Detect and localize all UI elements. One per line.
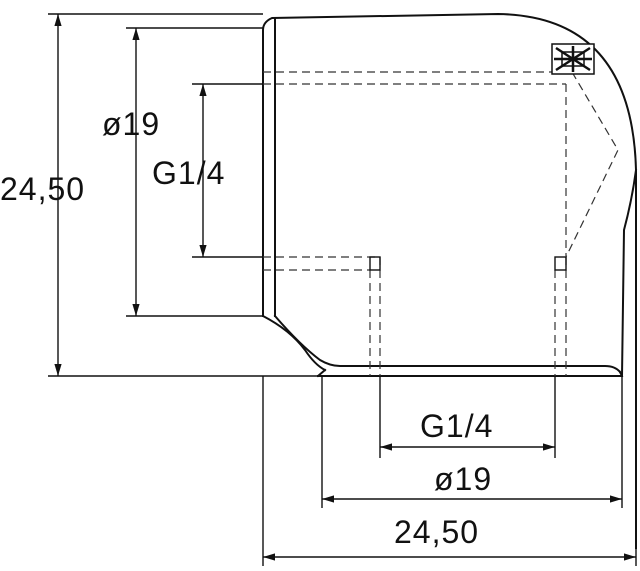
lower-fillet xyxy=(261,314,327,372)
hidden-drill-point xyxy=(565,71,619,258)
bottom-dimensions xyxy=(262,376,637,566)
hidden-bores xyxy=(263,71,619,376)
base-chamfer-left xyxy=(316,368,327,378)
bottom-edge-top xyxy=(273,314,622,374)
label-thread-bottom: G1/4 xyxy=(420,408,493,444)
hidden-corner-left xyxy=(369,256,381,271)
part-outline xyxy=(261,12,638,549)
hidden-corner-right xyxy=(554,256,567,271)
label-dia-left: ø19 xyxy=(102,106,160,142)
left-dimensions xyxy=(48,13,318,377)
label-overall-width: 24,50 xyxy=(394,514,479,550)
body-outline xyxy=(262,12,637,549)
right-face-inner xyxy=(620,168,638,378)
dimension-labels: 24,50 ø19 G1/4 G1/4 ø19 24,50 xyxy=(0,106,493,550)
label-overall-height: 24,50 xyxy=(0,171,85,207)
label-thread-left: G1/4 xyxy=(152,155,225,191)
manufacturer-logo-icon xyxy=(551,43,595,75)
label-dia-bottom: ø19 xyxy=(434,461,492,497)
